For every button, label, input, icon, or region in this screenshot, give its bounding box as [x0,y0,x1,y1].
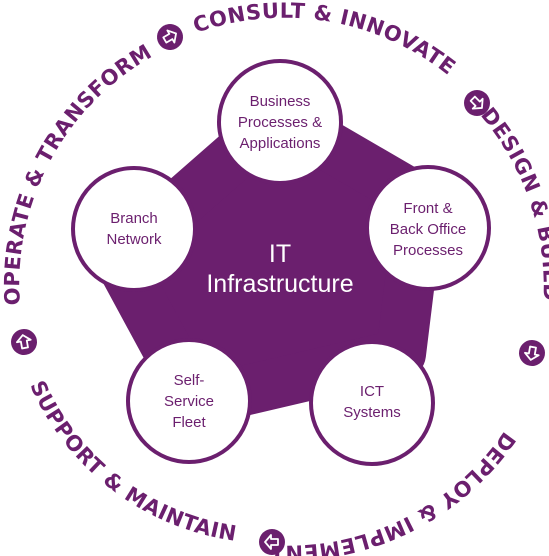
node-front-back-office: Front & Back Office Processes [365,165,491,291]
arrow-down-right-icon [464,90,490,116]
center-label: IT Infrastructure [206,240,353,298]
node-label: Processes [393,242,463,259]
node-label: Business [250,93,311,110]
arrow-right-icon [157,24,183,50]
node-label: Processes & [238,114,322,131]
node-self-service-fleet: Self- Service Fleet [126,338,252,464]
ring-label-design-build: DESIGN & BUILD [476,103,549,302]
node-branch-network: Branch Network [71,166,197,292]
node-label: Network [106,231,162,248]
center-title-line-2: Infrastructure [206,270,353,298]
node-label: Applications [240,135,321,152]
center-title-line-1: IT [269,240,291,268]
node-label: Service [164,393,214,410]
arrow-up-icon [11,329,37,355]
node-ict-systems: ICT Systems [309,340,435,466]
ring-label-consult-innovate: CONSULT & INNOVATE [190,0,460,80]
node-label: Fleet [172,414,206,431]
arrow-down-icon [519,340,545,366]
node-label: ICT [360,383,384,400]
arrow-left-icon [259,529,285,555]
node-label: Systems [343,404,401,421]
node-business-processes: Business Processes & Applications [217,59,343,185]
node-label: Self- [174,372,205,389]
node-label: Branch [110,210,158,227]
node-label: Back Office [390,221,466,238]
node-label: Front & [403,200,452,217]
